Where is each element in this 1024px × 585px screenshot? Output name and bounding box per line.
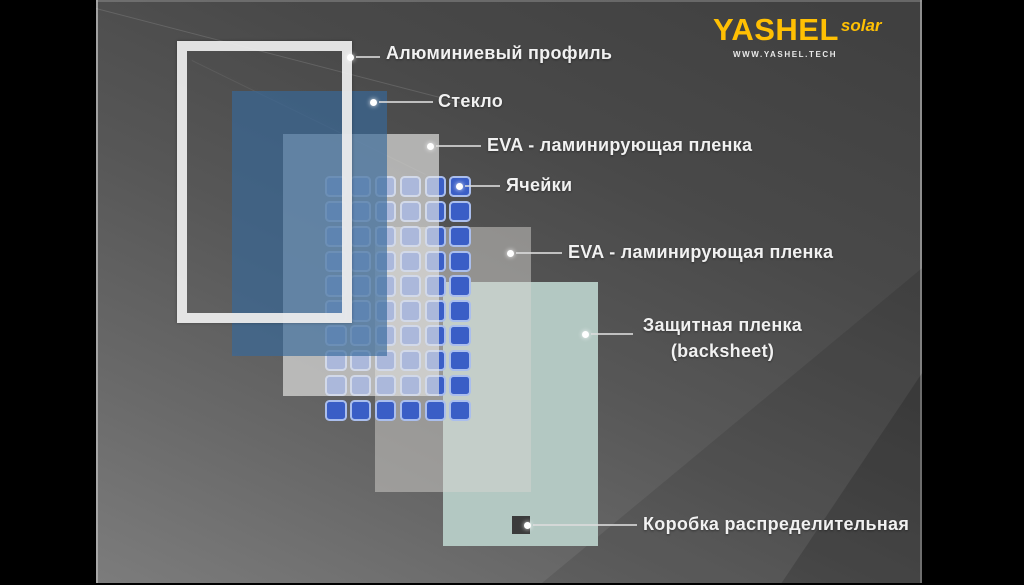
- cells-leader-line: [465, 185, 500, 187]
- glass-layer: [232, 91, 387, 356]
- frame-anchor-dot: [346, 53, 354, 61]
- backsheet-label-line2: (backsheet): [670, 341, 775, 361]
- solar-cell: [349, 399, 372, 421]
- solar-cell: [325, 399, 347, 421]
- eva-top-label: EVA - ламинирующая пленка: [487, 135, 753, 155]
- aluminum-frame-layer: [177, 41, 352, 323]
- glass-leader-line: [379, 101, 433, 103]
- logo-url-text: WWW.YASHEL.TECH: [733, 50, 838, 59]
- cells-anchor-dot: [455, 182, 463, 190]
- junction-box-label: Коробка распределительная: [643, 514, 910, 534]
- glass-anchor-dot: [369, 98, 377, 106]
- solar-cell: [449, 349, 471, 372]
- logo-sub-text: solar: [840, 16, 882, 35]
- solar-cell: [449, 325, 471, 347]
- eva-bottom-label: EVA - ламинирующая пленка: [568, 242, 834, 262]
- solar-cell: [399, 399, 422, 421]
- logo-brand-text: YASHEL: [713, 12, 839, 47]
- logo-row: YASHEL solar: [713, 14, 882, 46]
- eva-top-leader-line: [436, 145, 481, 147]
- glass-label: Стекло: [438, 91, 504, 111]
- backsheet-anchor-dot: [581, 330, 589, 338]
- frame-leader-line: [356, 56, 380, 58]
- solar-cell: [449, 225, 471, 248]
- solar-cell: [449, 200, 471, 223]
- junction-box-anchor-dot: [523, 521, 531, 529]
- cells-label: Ячейки: [506, 175, 573, 195]
- solar-cell: [449, 399, 471, 421]
- junction-box-leader-line: [533, 524, 637, 526]
- solar-cell: [449, 374, 471, 397]
- eva-bottom-leader-line: [516, 252, 562, 254]
- solar-cell: [449, 250, 471, 272]
- solar-cell: [374, 399, 397, 421]
- backsheet-label-line1: Защитная пленка: [642, 315, 803, 335]
- backsheet-label: Защитная пленка (backsheet): [630, 312, 815, 364]
- solar-cell: [449, 275, 471, 297]
- backsheet-leader-line: [591, 333, 633, 335]
- solar-cell: [424, 399, 447, 421]
- logo: YASHEL solar WWW.YASHEL.TECH: [713, 14, 882, 60]
- frame-label: Алюминиевый профиль: [386, 43, 613, 63]
- junction-box: [512, 516, 530, 534]
- eva-bottom-anchor-dot: [506, 249, 514, 257]
- eva-top-anchor-dot: [426, 142, 434, 150]
- slide-canvas: Алюминиевый профиль Стекло EVA - ламинир…: [96, 0, 922, 583]
- solar-cell: [449, 300, 471, 322]
